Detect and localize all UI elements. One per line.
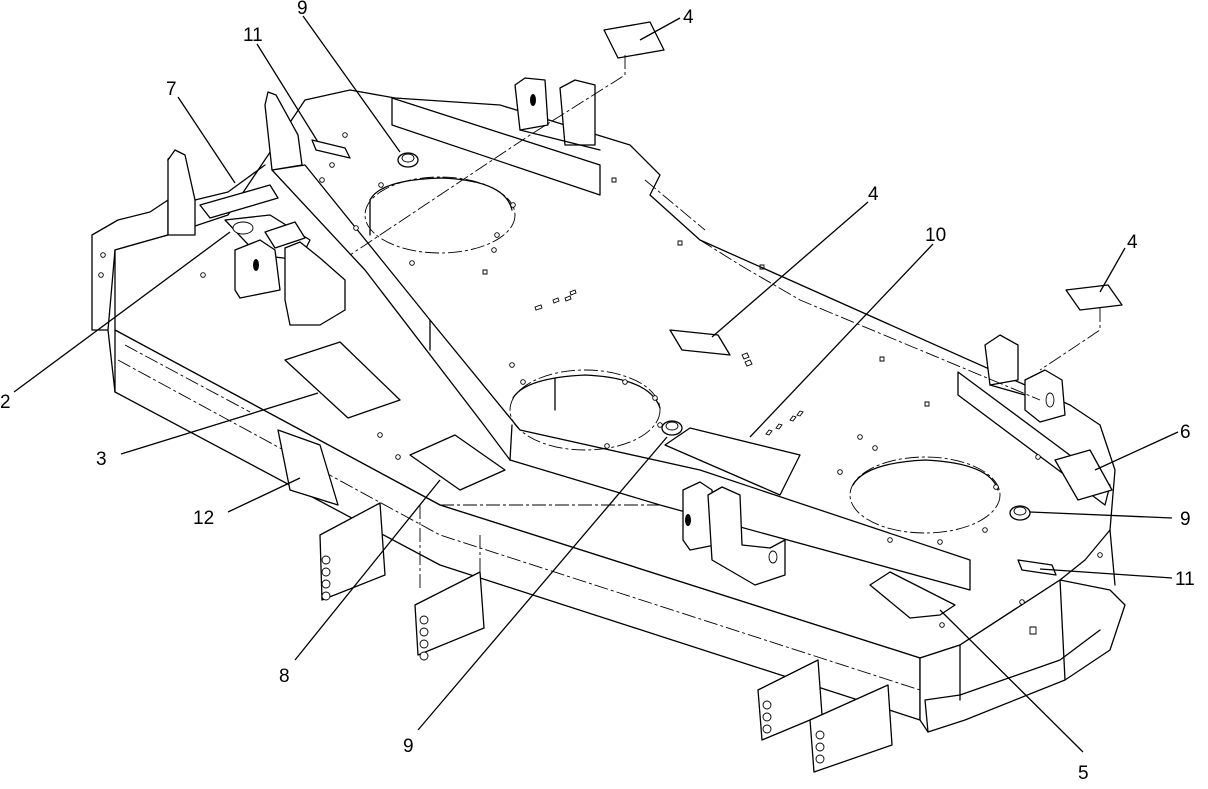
decal-4-right [1065, 284, 1123, 311]
callout-10: 10 [925, 225, 946, 246]
rear-right-mount-bracket [514, 77, 601, 151]
decal-10 [664, 427, 801, 496]
deck-body [91, 89, 1126, 733]
leader-lines [13, 15, 1179, 753]
callout-4-mid: 4 [868, 184, 879, 205]
decal-11-top [311, 139, 351, 159]
callout-8: 8 [279, 666, 290, 687]
decal-8 [409, 434, 506, 491]
blade-openings [364, 176, 1001, 534]
placement-lines [349, 55, 1101, 506]
callout-2: 2 [0, 392, 11, 413]
decals [199, 21, 1123, 619]
callout-4-top: 4 [683, 7, 694, 28]
decal-4-top [603, 21, 665, 59]
decal-2 [199, 184, 279, 219]
callout-6: 6 [1180, 422, 1191, 443]
callout-9-top: 9 [297, 0, 308, 19]
callout-9-right: 9 [1180, 509, 1191, 530]
height-adjust-brackets [319, 502, 893, 773]
callout-12: 12 [193, 508, 214, 529]
decal-12 [277, 429, 339, 506]
decal-11-right [1017, 559, 1057, 576]
decal-9-caps [397, 152, 1031, 521]
callout-11-right: 11 [1175, 569, 1195, 590]
right-side-mount-bracket [984, 334, 1066, 423]
pivot-bracket-left [224, 214, 346, 326]
front-center-mount-bracket [682, 481, 786, 586]
decal-7 [264, 221, 306, 249]
decal-4-mid [669, 329, 731, 356]
callout-4-right: 4 [1127, 232, 1138, 253]
callout-11-top: 11 [243, 25, 263, 46]
callout-9-bottom: 9 [403, 736, 414, 757]
rear-left-mount-bracket [167, 91, 303, 236]
decal-5 [869, 571, 956, 619]
diagonal-tunnel-plate [271, 164, 971, 591]
callout-5: 5 [1078, 763, 1089, 784]
decal-6 [1054, 449, 1113, 501]
baffle-plate-top [391, 97, 601, 196]
callout-7: 7 [166, 79, 177, 100]
decal-3 [284, 341, 401, 419]
callout-3: 3 [96, 449, 107, 470]
